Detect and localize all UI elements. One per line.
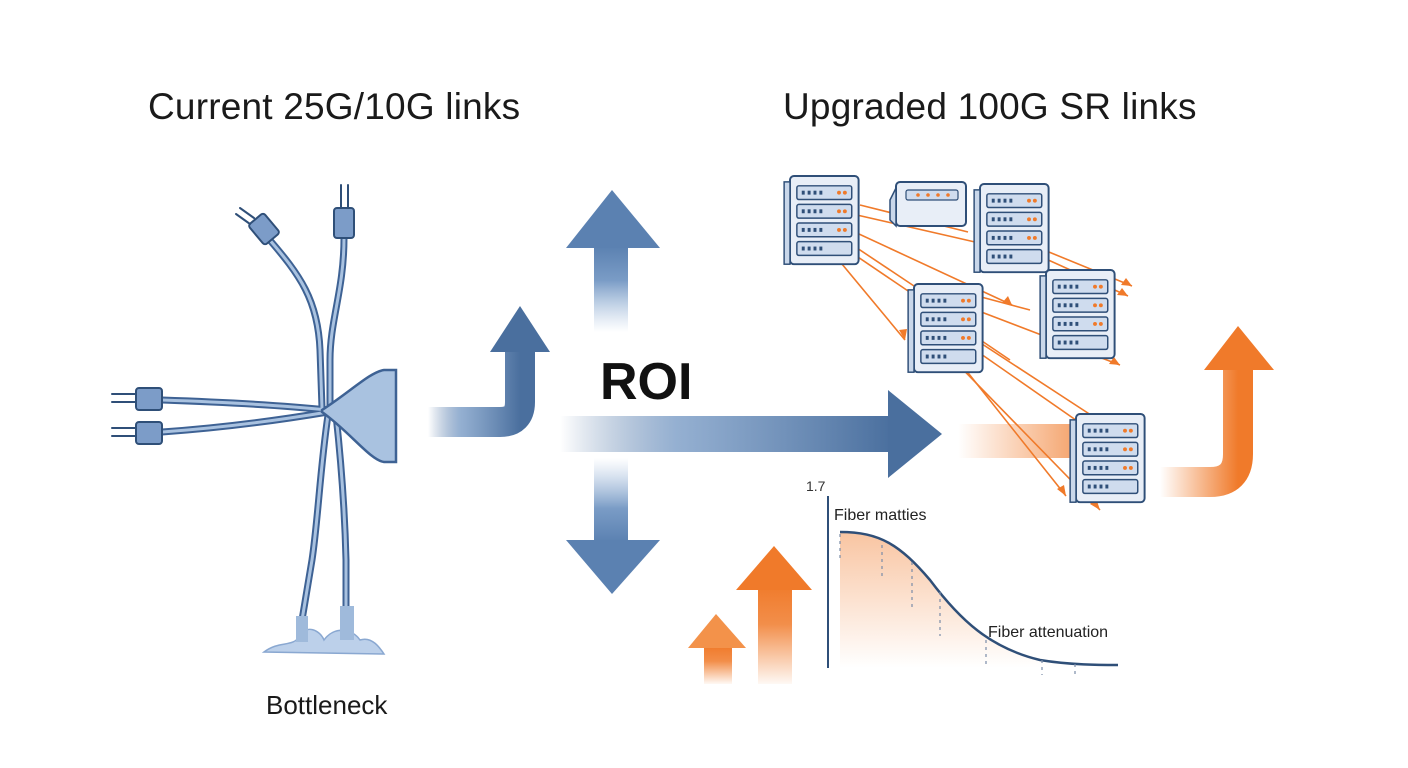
orange-right-turn-arrow (1160, 326, 1274, 497)
switch-device (889, 181, 967, 228)
server-rack-1 (783, 175, 860, 266)
small-up-turn-arrow (428, 306, 550, 437)
attenuation-curve (839, 530, 1119, 667)
server-rack-3 (1039, 269, 1116, 360)
curve-label-upper: Fiber matties (834, 507, 927, 524)
main-right-arrow (560, 390, 942, 478)
server-rack-2 (973, 183, 1050, 274)
roi-down-arrow (566, 458, 660, 594)
curve-label-fiber-attenuation: Fiber attenuation (988, 624, 1109, 641)
title-upgraded-links: Upgraded 100G SR links (783, 86, 1197, 127)
server-rack-4 (907, 283, 984, 374)
title-current-links: Current 25G/10G links (148, 86, 521, 127)
server-rack-5 (1069, 413, 1146, 504)
bottleneck-label: Bottleneck (266, 690, 388, 720)
roi-label: ROI (600, 353, 693, 411)
attenuation-chart (827, 496, 1119, 675)
curve-tick-label: 1.7 (806, 478, 826, 494)
orange-up-arrows (688, 546, 812, 684)
orange-horizontal-flow (958, 424, 1078, 458)
bottleneck-cable-bundle (111, 184, 398, 655)
roi-up-arrow (566, 190, 660, 332)
